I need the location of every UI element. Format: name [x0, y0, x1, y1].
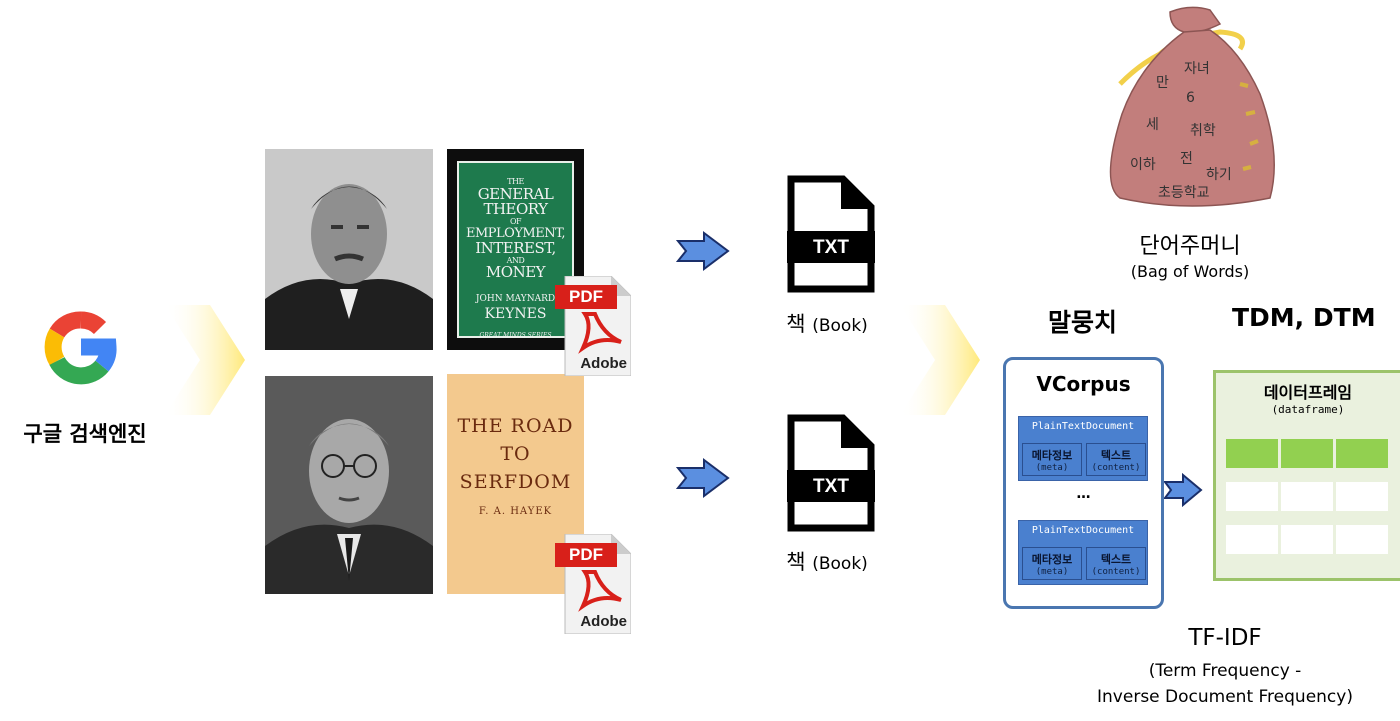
dataframe-box: 데이터프레임 (dataframe) — [1213, 370, 1400, 581]
dataframe-header-cell — [1281, 439, 1333, 468]
book-title-line: TO — [500, 443, 531, 465]
vcorpus-title: VCorpus — [1036, 372, 1131, 396]
book-caption-sub: (Book) — [812, 554, 868, 574]
bag-word: 하기 — [1206, 167, 1232, 183]
meta-sub: (meta) — [1035, 463, 1069, 473]
blue-arrow-icon — [676, 231, 730, 271]
dataframe-cell — [1226, 482, 1278, 511]
dataframe-subtitle: (dataframe) — [1271, 403, 1345, 416]
bag-word: 초등학교 — [1158, 185, 1210, 201]
general-theory-book-cover: THE GENERAL THEORY OF EMPLOYMENT, INTERE… — [447, 149, 584, 350]
content-sub: (content) — [1091, 463, 1141, 473]
book-title-line: OF — [509, 217, 522, 226]
keynes-portrait — [265, 149, 433, 350]
book-author: F. A. HAYEK — [478, 506, 553, 517]
dataframe-cell — [1336, 525, 1388, 554]
dataframe-header-cell — [1336, 439, 1388, 468]
txt-file-icon: TXT — [785, 414, 877, 534]
tfidf-line: Inverse Document Frequency) — [1097, 687, 1353, 707]
bag-word: 전 — [1180, 151, 1193, 167]
bag-word: 6 — [1186, 90, 1195, 106]
txt-label: TXT — [813, 237, 849, 258]
plain-text-document: PlainTextDocument 메타정보 (meta) 텍스트 (conte… — [1018, 520, 1148, 585]
content-label: 텍스트 — [1100, 449, 1132, 462]
bag-of-words-subtitle: (Bag of Words) — [1130, 262, 1250, 281]
content-cell: 텍스트 (content) — [1086, 547, 1146, 580]
txt-label: TXT — [813, 476, 849, 497]
book-caption-main: 책 — [786, 550, 806, 574]
meta-label: 메타정보 — [1031, 553, 1073, 566]
tfidf-title: TF-IDF — [1188, 625, 1262, 651]
bag-word: 만 — [1156, 75, 1169, 91]
adobe-label: Adobe — [580, 613, 627, 630]
book-title-line: THEORY — [483, 200, 548, 218]
pdf-label: PDF — [555, 543, 617, 567]
google-logo-icon — [44, 311, 117, 385]
book-series: GREAT MINDS SERIES — [479, 332, 552, 339]
yellow-arrow-icon — [900, 305, 980, 415]
meta-sub: (meta) — [1035, 567, 1069, 577]
bag-word: 세 — [1146, 117, 1159, 133]
book-title-line: AND — [506, 256, 525, 265]
pdf-file-icon: PDF Adobe — [555, 534, 631, 634]
ellipsis: … — [1076, 486, 1091, 502]
hayek-portrait — [265, 376, 433, 594]
document-title: PlainTextDocument — [1031, 525, 1135, 536]
blue-arrow-icon — [1163, 473, 1203, 507]
dataframe-cell — [1281, 525, 1333, 554]
document-title: PlainTextDocument — [1031, 421, 1135, 432]
book-caption-sub: (Book) — [812, 316, 868, 336]
bag-word: 자녀 — [1184, 61, 1210, 77]
dataframe-cell — [1336, 482, 1388, 511]
book-title-line: SERFDOM — [459, 471, 572, 493]
blue-arrow-icon — [676, 458, 730, 498]
pdf-label: PDF — [555, 285, 617, 309]
bag-of-words-title: 단어주머니 — [1139, 234, 1241, 259]
content-cell: 텍스트 (content) — [1086, 443, 1146, 476]
book-title-line: MONEY — [485, 263, 546, 281]
book-author-line: JOHN MAYNARD — [475, 294, 556, 304]
adobe-label: Adobe — [580, 355, 627, 372]
corpus-heading: 말뭉치 — [1048, 308, 1118, 337]
bag-of-words-illustration: 자녀 만 6 세 취학 이하 전 하기 초등학교 — [1100, 4, 1280, 214]
book-caption-main: 책 — [786, 312, 806, 336]
book-title-line: INTEREST, — [475, 239, 556, 257]
tfidf-description: (Term Frequency - Inverse Document Frequ… — [1090, 658, 1360, 710]
meta-cell: 메타정보 (meta) — [1022, 547, 1082, 580]
vcorpus-box: VCorpus PlainTextDocument 메타정보 (meta) 텍스… — [1003, 357, 1164, 609]
book-caption: 책 (Book) — [757, 546, 897, 576]
txt-file-icon: TXT — [785, 175, 877, 295]
dataframe-title: 데이터프레임 — [1263, 383, 1353, 402]
google-search-label: 구글 검색엔진 — [23, 422, 147, 446]
bag-word: 이하 — [1130, 157, 1156, 173]
meta-label: 메타정보 — [1031, 449, 1073, 462]
yellow-arrow-icon — [165, 305, 245, 415]
book-title-line: THE ROAD — [457, 415, 574, 437]
meta-cell: 메타정보 (meta) — [1022, 443, 1082, 476]
book-title-line: THE — [507, 177, 524, 186]
pdf-file-icon: PDF Adobe — [555, 276, 631, 376]
book-title-line: EMPLOYMENT, — [466, 226, 566, 241]
book-author-line: KEYNES — [484, 306, 547, 322]
book-title-line: GENERAL — [477, 185, 554, 203]
dataframe-header-cell — [1226, 439, 1278, 468]
content-label: 텍스트 — [1100, 553, 1132, 566]
plain-text-document: PlainTextDocument 메타정보 (meta) 텍스트 (conte… — [1018, 416, 1148, 481]
dataframe-cell — [1281, 482, 1333, 511]
tdm-heading: TDM, DTM — [1232, 303, 1376, 332]
bag-word: 취학 — [1190, 123, 1216, 139]
content-sub: (content) — [1091, 567, 1141, 577]
book-caption: 책 (Book) — [757, 308, 897, 338]
tfidf-line: (Term Frequency - — [1148, 661, 1302, 681]
dataframe-cell — [1226, 525, 1278, 554]
